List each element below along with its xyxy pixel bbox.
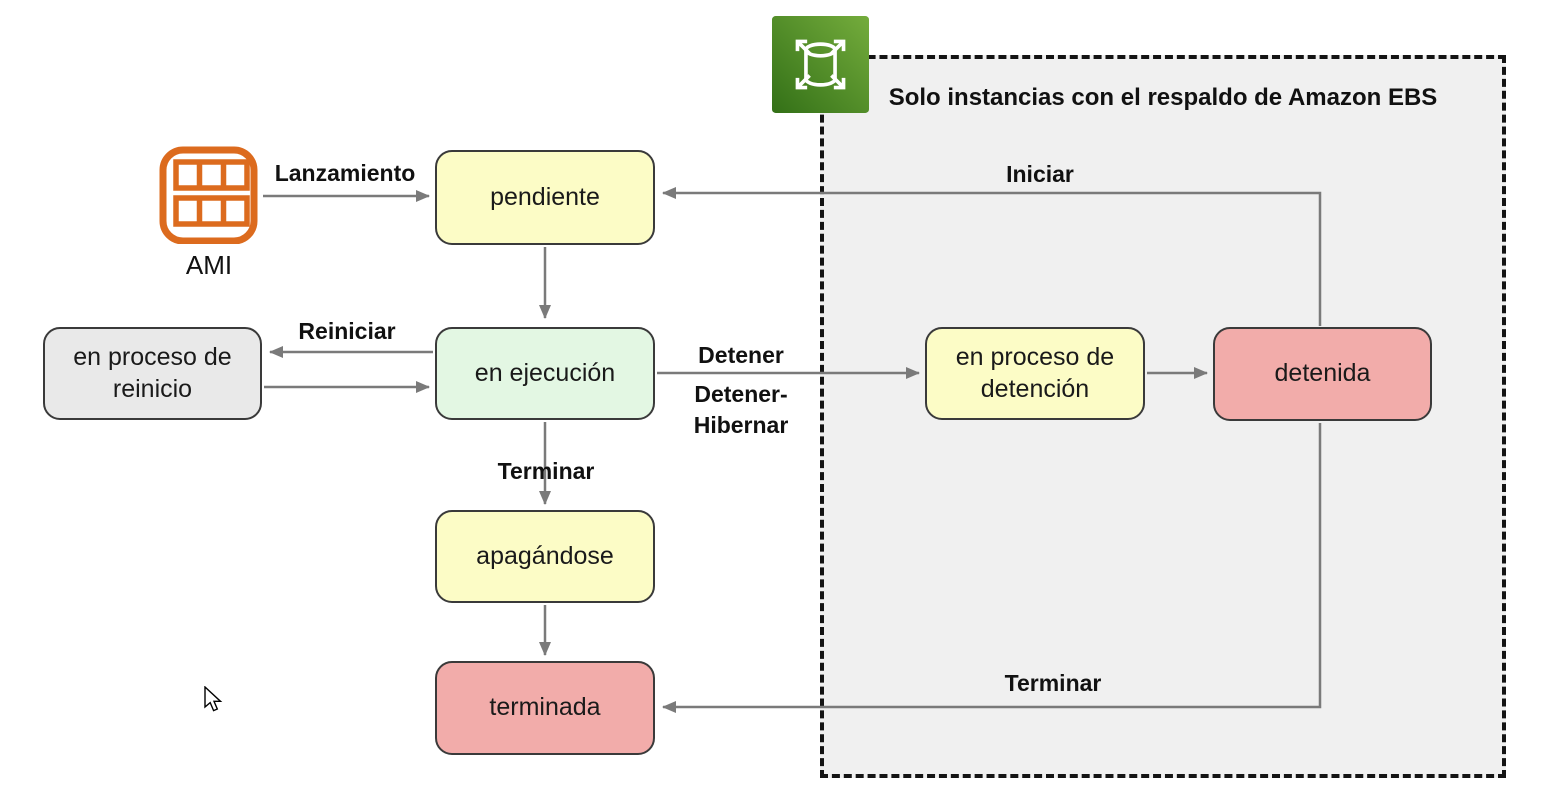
edge-label-detener: Detener	[698, 342, 784, 368]
state-detenida: detenida	[1213, 327, 1432, 421]
ami-icon	[159, 146, 258, 244]
ami-label: AMI	[185, 250, 233, 280]
state-terminada-label: terminada	[489, 693, 601, 722]
state-apagandose-label: apagándose	[476, 541, 614, 570]
edge-terminar-right	[662, 423, 1322, 713]
edge-label-lanzamiento: Lanzamiento	[274, 160, 416, 186]
state-detenida-label: detenida	[1274, 359, 1371, 388]
edge-label-detener-hibernar: Detener- Hibernar	[684, 379, 798, 441]
state-pendiente-label: pendiente	[490, 182, 600, 211]
edge-label-iniciar: Iniciar	[1006, 161, 1074, 187]
edge-label-terminar-right: Terminar	[1004, 670, 1102, 696]
edge-label-terminar: Terminar	[497, 458, 595, 484]
state-pendiente: pendiente	[435, 150, 655, 245]
state-apagandose: apagándose	[435, 510, 655, 603]
mouse-cursor	[204, 686, 223, 712]
state-en-proceso-de-detencion-label: en proceso de detención	[955, 343, 1115, 403]
state-en-proceso-de-reinicio-label: en proceso de reinicio	[73, 343, 232, 403]
edge-label-reiniciar: Reiniciar	[298, 318, 396, 344]
state-en-ejecucion: en ejecución	[435, 327, 655, 420]
ebs-volume-icon	[772, 16, 869, 113]
ebs-panel-title-line2: Amazon EBS	[1287, 84, 1438, 111]
edge-label-detener-hibernar-line2: Hibernar	[693, 412, 789, 438]
state-en-ejecucion-label: en ejecución	[474, 358, 616, 387]
state-en-proceso-de-reinicio: en proceso de reinicio	[43, 327, 262, 420]
state-terminada: terminada	[435, 661, 655, 755]
state-en-proceso-de-detencion: en proceso de detención	[925, 327, 1145, 420]
edge-iniciar	[662, 187, 1322, 326]
edge-label-detener-hibernar-line1: Detener-	[694, 381, 788, 407]
ebs-panel-title: Solo instancias con el respaldo de Amazo…	[824, 81, 1502, 115]
ebs-panel-title-line1: Solo instancias con el respaldo de	[888, 84, 1283, 111]
